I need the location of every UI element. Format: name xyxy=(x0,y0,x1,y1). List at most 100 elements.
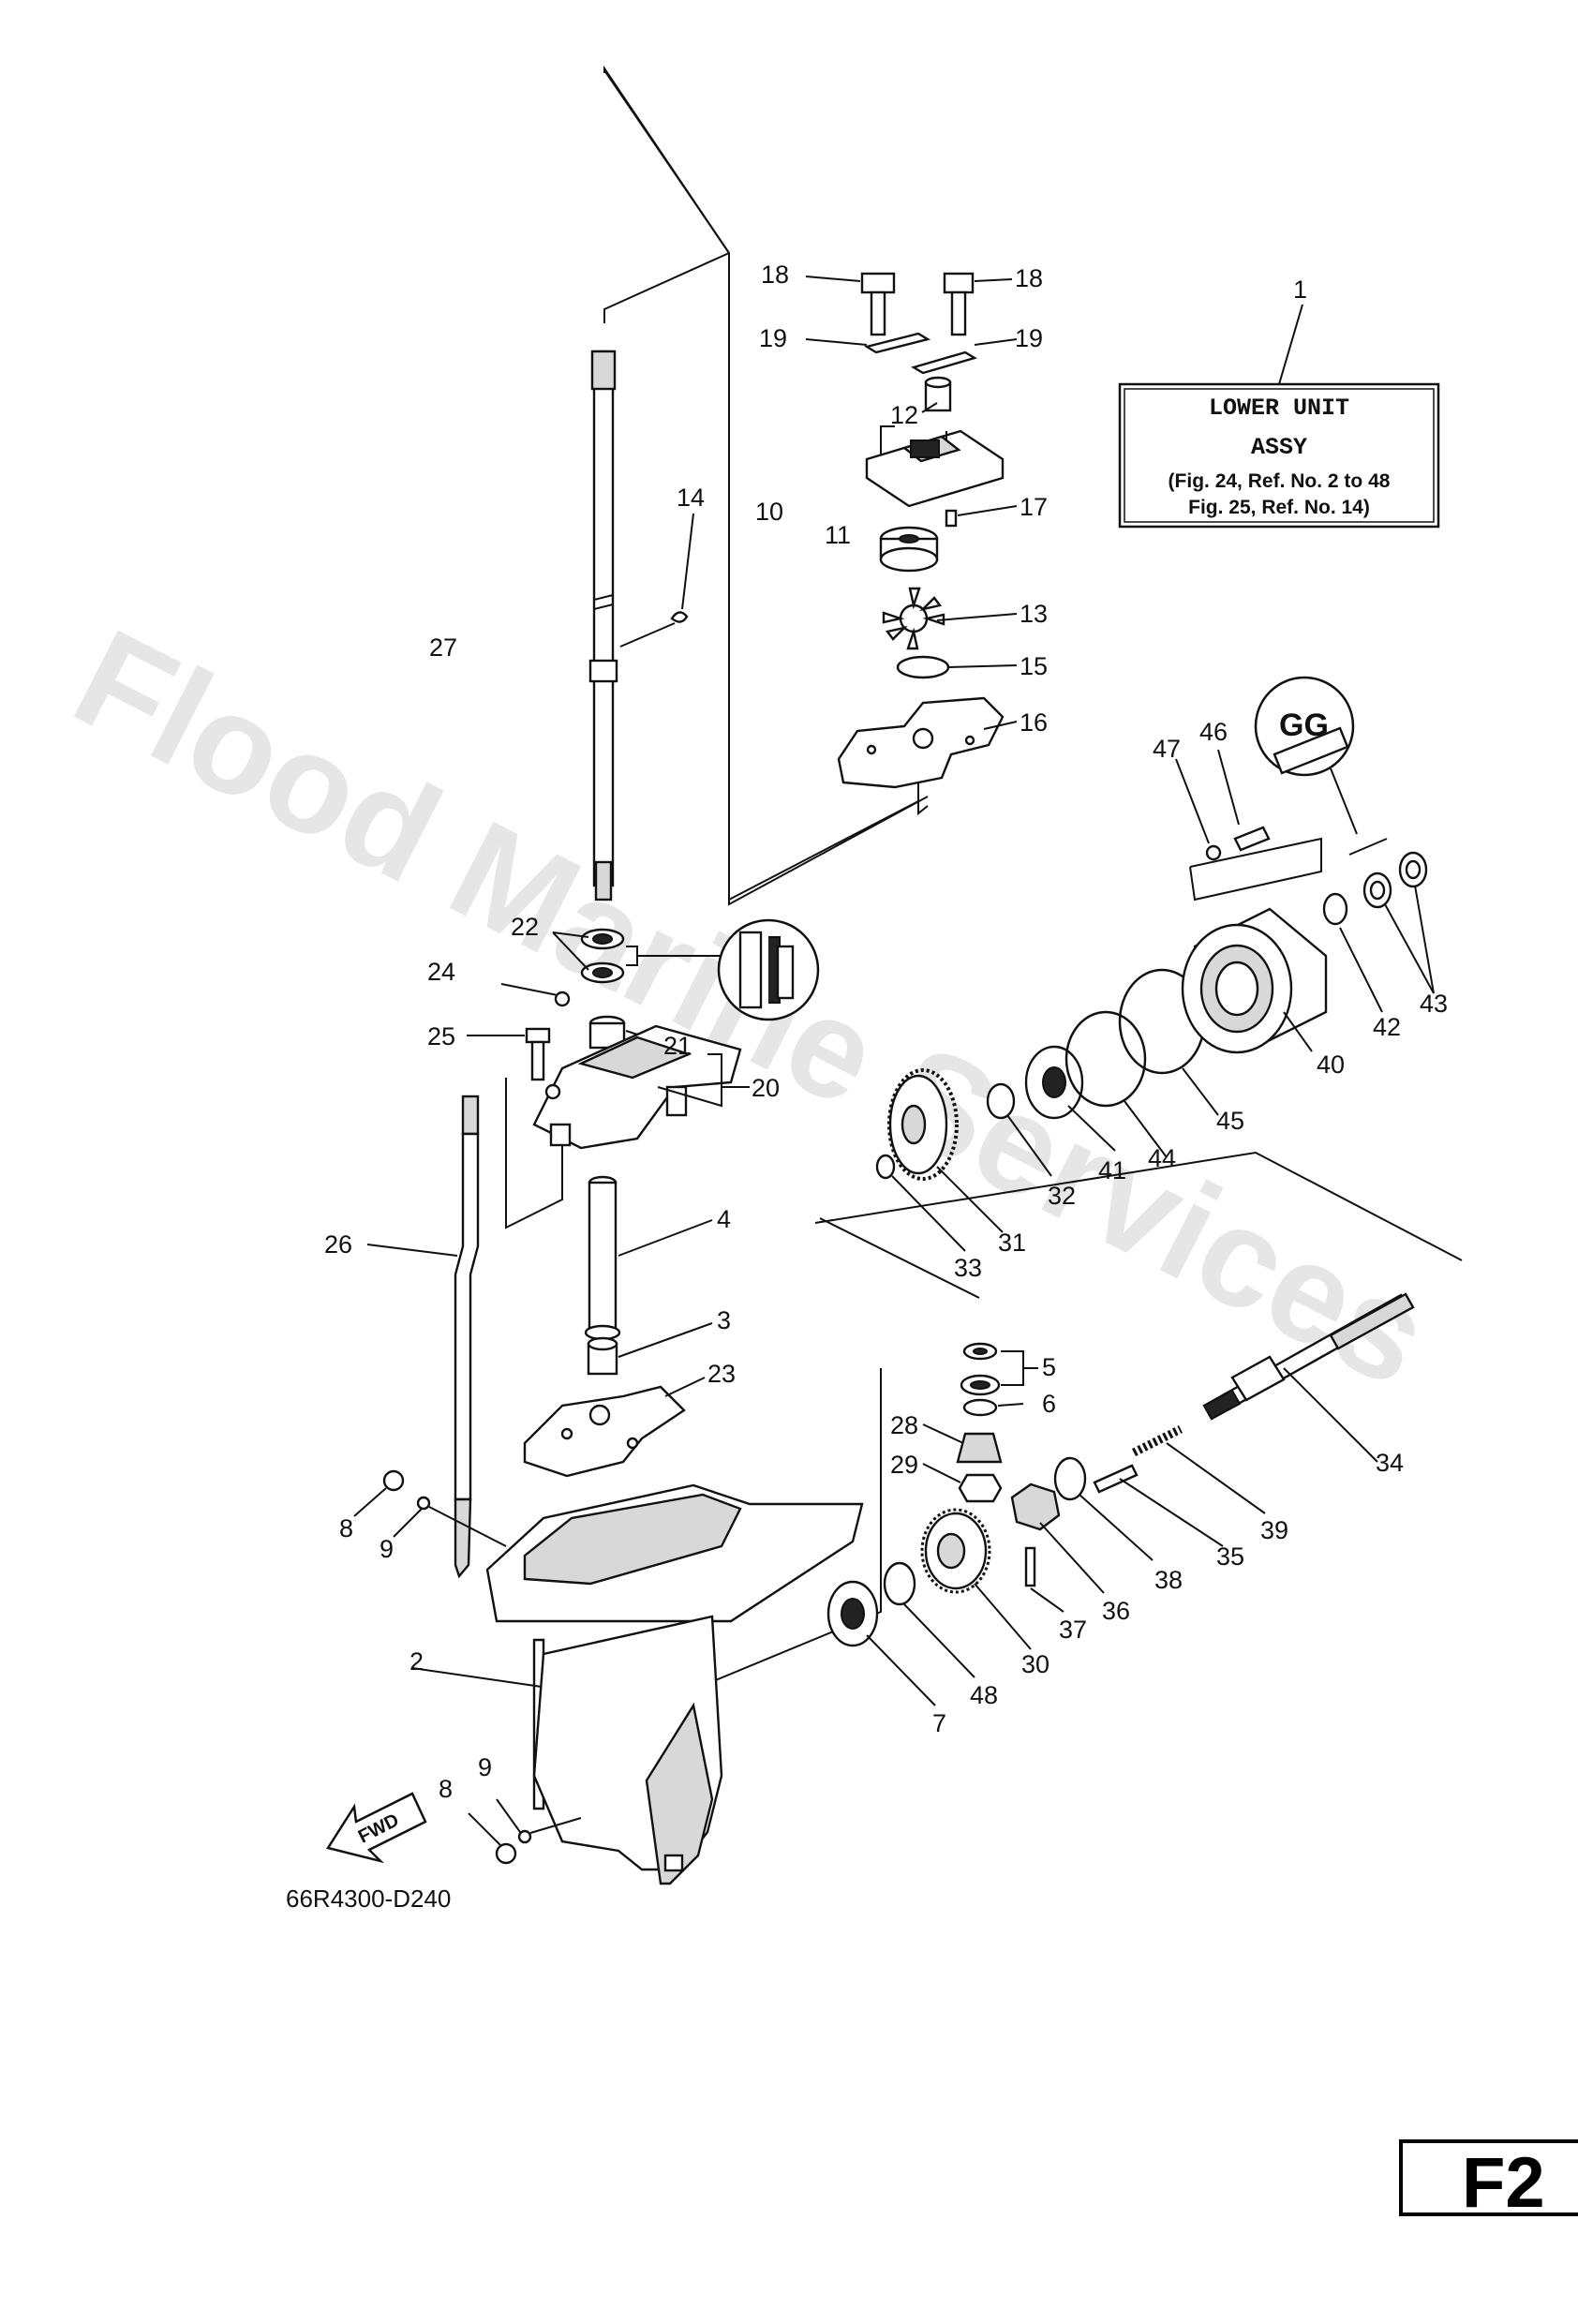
part-label-18a: 18 xyxy=(761,261,789,289)
part-label-9b: 9 xyxy=(478,1753,492,1781)
part-label-7: 7 xyxy=(932,1709,946,1737)
part-label-18b: 18 xyxy=(1015,264,1043,292)
part-label-5: 5 xyxy=(1042,1353,1056,1381)
forward-gear-shim xyxy=(883,1561,916,1606)
assy-title-line2: ASSY xyxy=(1251,434,1307,461)
part-label-31: 31 xyxy=(998,1229,1026,1257)
part-label-15: 15 xyxy=(1020,652,1048,680)
part-label-10: 10 xyxy=(755,498,783,526)
part-label-17: 17 xyxy=(1020,493,1048,521)
part-label-22: 22 xyxy=(511,913,539,941)
gasket xyxy=(523,1377,706,1478)
part-label-13: 13 xyxy=(1020,600,1048,628)
part-label-1: 1 xyxy=(1293,276,1307,304)
part-label-34: 34 xyxy=(1376,1449,1404,1477)
shim xyxy=(962,1398,998,1417)
part-label-14: 14 xyxy=(677,484,705,512)
small-o-ring xyxy=(554,991,571,1007)
part-labels: 18 18 19 19 12 10 11 17 13 15 16 14 27 2… xyxy=(324,261,1448,1803)
part-label-45: 45 xyxy=(1216,1107,1244,1135)
oil-seals-43 xyxy=(1362,851,1435,994)
part-label-32: 32 xyxy=(1048,1182,1076,1210)
part-label-29: 29 xyxy=(890,1451,918,1479)
page-code-box: F2 xyxy=(1399,2139,1578,2223)
pinion xyxy=(922,1423,1003,1464)
sealant-detail-circle xyxy=(717,918,820,1021)
part-label-19a: 19 xyxy=(759,324,787,352)
part-label-40: 40 xyxy=(1317,1050,1345,1079)
part-label-6: 6 xyxy=(1042,1390,1056,1418)
lower-casing xyxy=(411,1483,864,1885)
pump-to-shaft-line xyxy=(728,782,919,901)
part-label-41: 41 xyxy=(1098,1156,1126,1184)
part-label-37: 37 xyxy=(1059,1616,1087,1644)
part-label-35: 35 xyxy=(1216,1542,1244,1571)
forward-gear xyxy=(920,1508,1032,1650)
part-label-16: 16 xyxy=(1020,708,1048,737)
pump-pin xyxy=(945,509,958,528)
bearing-housing-bolt xyxy=(467,1027,551,1081)
pump-housing xyxy=(865,429,1005,508)
part-label-2: 2 xyxy=(409,1647,424,1676)
water-tube xyxy=(584,1175,713,1341)
part-label-12: 12 xyxy=(890,401,918,429)
pump-insert xyxy=(879,526,939,573)
pump-bolt-left xyxy=(805,272,896,336)
tube-seal xyxy=(587,1322,713,1376)
part-label-11: 11 xyxy=(825,521,851,549)
part-label-39: 39 xyxy=(1260,1516,1288,1544)
housing-bolt xyxy=(1217,749,1271,852)
drive-shaft xyxy=(588,350,618,901)
o-ring-44 xyxy=(1064,1010,1147,1108)
assy-note-line2: Fig. 25, Ref. No. 14) xyxy=(1188,497,1370,518)
thrust-bearing xyxy=(960,1342,1038,1396)
bearing-housing xyxy=(532,1024,750,1150)
pump-bolt-right xyxy=(943,272,1013,336)
part-label-42: 42 xyxy=(1373,1013,1401,1041)
lower-plug-and-gasket xyxy=(468,1798,582,1865)
part-label-47: 47 xyxy=(1153,735,1181,763)
part-label-8a: 8 xyxy=(339,1514,353,1542)
pump-grommet xyxy=(921,376,952,413)
part-label-27: 27 xyxy=(429,633,457,662)
part-label-48: 48 xyxy=(970,1681,998,1709)
cross-pin xyxy=(1024,1546,1036,1587)
reverse-gear-shim xyxy=(986,1082,1016,1120)
forward-gear-bearing xyxy=(826,1580,936,1706)
drawing-code: 66R4300-D240 xyxy=(286,1885,451,1913)
part-label-25: 25 xyxy=(427,1022,455,1050)
part-label-33: 33 xyxy=(954,1254,982,1282)
reverse-gear-bearing xyxy=(1024,1045,1116,1152)
lock-plate-right xyxy=(911,350,977,375)
part-label-23: 23 xyxy=(707,1360,736,1388)
part-label-26: 26 xyxy=(324,1230,352,1259)
dog-clutch xyxy=(1010,1482,1105,1594)
shift-rod xyxy=(366,1095,480,1579)
part-label-46: 46 xyxy=(1199,718,1228,746)
driveshaft-bracket xyxy=(603,252,730,323)
assy-title-line1: LOWER UNIT xyxy=(1209,395,1349,422)
part-label-43: 43 xyxy=(1420,990,1448,1018)
part-label-19b: 19 xyxy=(1015,324,1043,352)
woodruff-key xyxy=(619,513,694,648)
fwd-arrow-icon: FWD xyxy=(326,1792,427,1864)
housing-washer xyxy=(1175,758,1222,861)
part-label-24: 24 xyxy=(427,958,455,986)
pump-o-ring xyxy=(896,655,950,679)
part-label-4: 4 xyxy=(717,1205,731,1233)
propeller-shaft xyxy=(1202,1292,1415,1463)
drive-shaft-bearings xyxy=(552,928,722,984)
part-label-21: 21 xyxy=(663,1032,692,1060)
shift-plunger xyxy=(1093,1464,1224,1547)
part-label-38: 38 xyxy=(1154,1566,1183,1594)
part-label-9a: 9 xyxy=(380,1535,394,1563)
grease-point-icon: GG xyxy=(1254,676,1358,835)
part-label-36: 36 xyxy=(1102,1597,1130,1625)
upper-plug-and-gasket xyxy=(353,1469,507,1547)
part-label-20: 20 xyxy=(752,1074,780,1102)
shim-33 xyxy=(875,1154,966,1252)
shift-spring xyxy=(1131,1424,1266,1514)
part-label-44: 44 xyxy=(1148,1144,1176,1172)
part-label-3: 3 xyxy=(717,1306,731,1334)
